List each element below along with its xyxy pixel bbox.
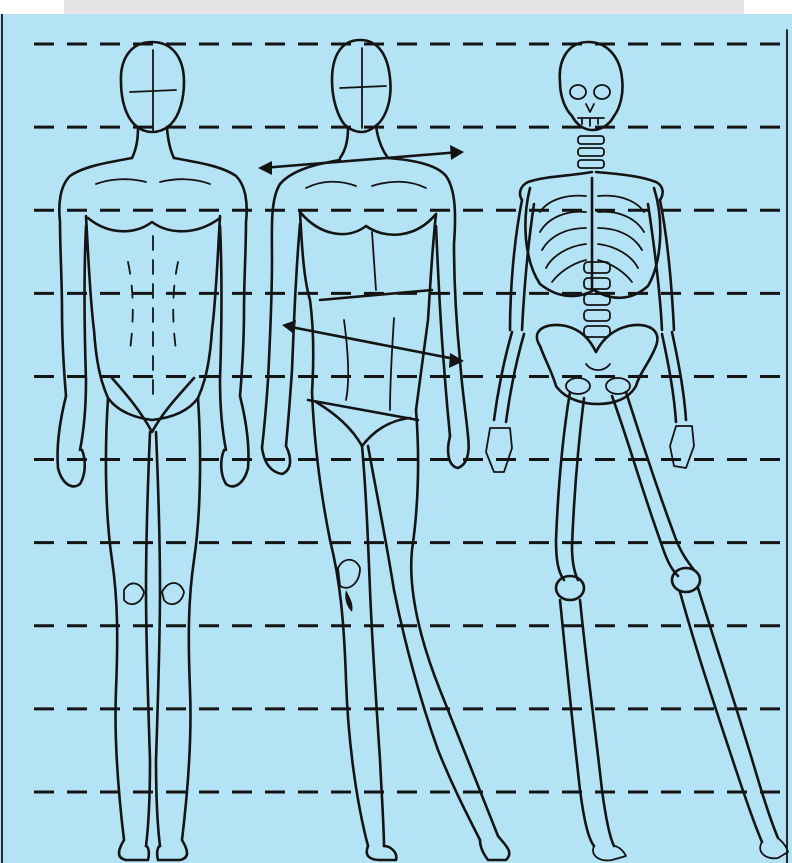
angled-sternum <box>372 232 376 290</box>
angled-left-leg-inner <box>362 446 384 846</box>
angled-figure <box>258 40 509 860</box>
right-humerus-outer <box>660 200 674 330</box>
right-tibia <box>680 592 762 842</box>
left-hand-bones <box>486 428 512 472</box>
right-hand-bones <box>670 426 694 468</box>
angled-waist-line <box>320 290 432 300</box>
front-left-arm-inner <box>80 226 86 450</box>
front-abdomen-left <box>128 262 133 350</box>
front-figure <box>57 42 248 860</box>
front-chest <box>88 218 220 231</box>
front-left-leg-inner <box>146 432 150 846</box>
angled-clavicle-left <box>306 182 356 188</box>
angled-shoulder-arrow-left <box>258 161 272 175</box>
angled-right-leg-outer <box>411 410 498 836</box>
skull <box>560 42 623 130</box>
front-left-foot <box>119 840 149 860</box>
front-left-knee <box>124 583 144 604</box>
left-tibia <box>560 600 594 846</box>
right-foot-bones <box>760 838 788 858</box>
front-right-arm-inner <box>220 226 226 450</box>
left-humerus-outer <box>510 200 522 330</box>
angled-abdomen-right <box>390 318 394 410</box>
right-ribs <box>598 196 644 282</box>
right-femur-inner <box>612 396 678 576</box>
front-head-eyeline <box>130 90 176 92</box>
angled-torso-left <box>300 212 313 392</box>
front-clavicle-right <box>160 179 210 184</box>
left-foot-bones <box>593 846 626 860</box>
angled-chest <box>300 212 436 235</box>
angled-left-arm-inner <box>286 224 300 446</box>
top-strip <box>0 0 792 14</box>
teeth <box>578 118 604 126</box>
front-abdomen-right <box>173 262 178 350</box>
angled-torso-right <box>416 214 436 410</box>
front-right-shoulder-arm-outer <box>174 158 247 396</box>
cervical-vertebrae <box>578 136 604 168</box>
front-right-leg-inner <box>156 432 160 846</box>
right-kneecap <box>672 568 700 592</box>
skeleton <box>486 42 788 860</box>
front-left-leg-outer <box>106 398 124 840</box>
front-clavicle-left <box>96 179 146 184</box>
front-right-knee <box>162 583 184 604</box>
angled-abdomen-left <box>344 320 348 400</box>
angled-clavicle-right <box>372 182 426 188</box>
anatomy-diagram <box>0 14 792 863</box>
anatomy-plate <box>0 14 792 863</box>
front-left-shoulder-arm-outer <box>59 158 132 396</box>
left-kneecap <box>556 576 584 600</box>
left-femur-inner <box>572 398 584 580</box>
left-ribs <box>540 196 586 282</box>
left-eye-socket <box>570 85 586 99</box>
angled-pelvis-line <box>308 400 418 420</box>
angled-left-foot <box>367 846 397 860</box>
right-eye-socket <box>594 85 610 99</box>
angled-shoulder-arrow-right <box>450 145 464 160</box>
angled-right-foot <box>480 836 509 860</box>
left-femur-outer <box>556 392 570 580</box>
angled-knee-shadow <box>345 590 352 612</box>
nasal-cavity <box>586 104 594 112</box>
top-strip-grey-bar <box>64 0 744 14</box>
front-right-leg-outer <box>182 398 200 840</box>
angled-head-eyeline <box>340 86 386 88</box>
angled-pelvis <box>316 402 410 446</box>
front-right-foot <box>157 840 187 860</box>
angled-right-hand <box>448 436 469 468</box>
angled-left-knee <box>338 560 360 588</box>
angled-neck-right <box>376 126 388 158</box>
front-neck-left <box>132 128 138 158</box>
angled-hip-arrow-right <box>449 353 464 368</box>
front-neck-right <box>167 128 174 158</box>
angled-neck-left <box>340 128 348 158</box>
lumbar-vertebrae <box>584 262 610 337</box>
sacrum <box>586 364 610 370</box>
left-fibula <box>580 600 614 846</box>
angled-right-arm-inner <box>436 226 450 436</box>
angled-right-arm-outer <box>388 158 468 436</box>
